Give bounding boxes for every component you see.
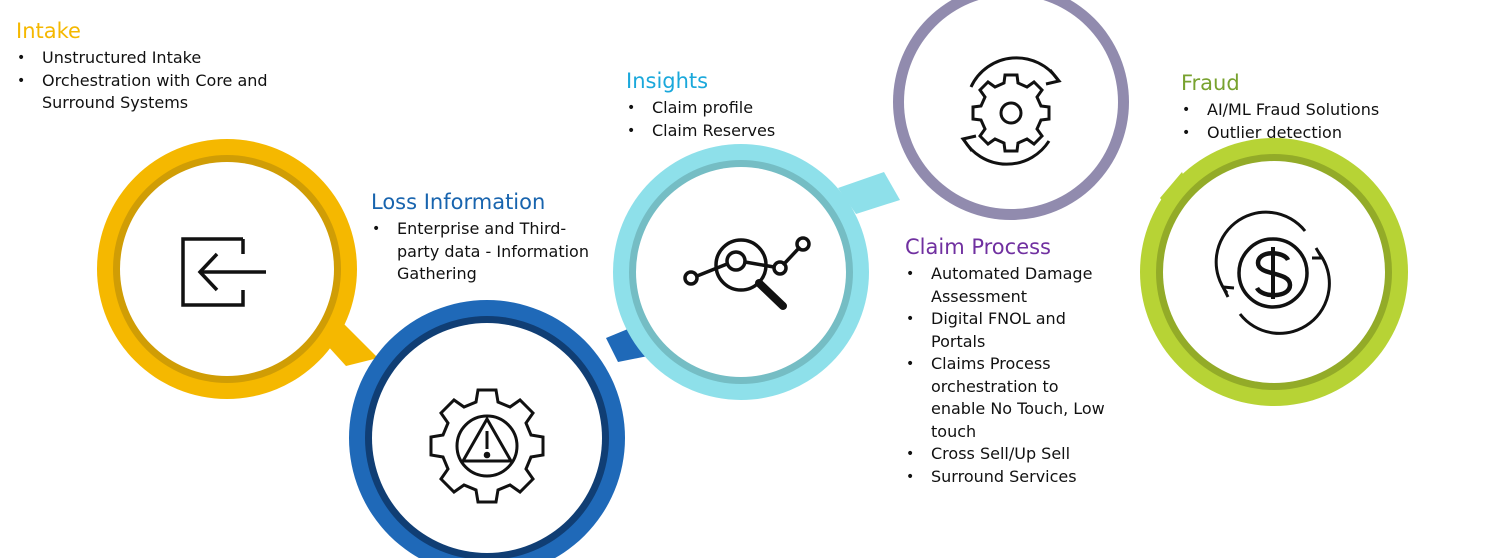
block-fraud: Fraud AI/ML Fraud Solutions Outlier dete… <box>1181 71 1431 144</box>
list-item: Claim profile <box>626 97 836 120</box>
block-claim-process: Claim Process Automated Damage Assessmen… <box>905 235 1115 488</box>
list-item: Claims Process orchestration to enable N… <box>905 353 1115 443</box>
list-item: Unstructured Intake <box>16 47 326 70</box>
ring-insights <box>613 144 869 400</box>
sign-in-arrow-icon <box>181 237 266 307</box>
ring-intake <box>97 139 357 399</box>
list-item: Digital FNOL and Portals <box>905 308 1115 353</box>
ring-claim-process <box>893 0 1129 220</box>
list-item: Automated Damage Assessment <box>905 263 1115 308</box>
title-loss: Loss Information <box>371 190 546 214</box>
list-item: Outlier detection <box>1181 122 1431 145</box>
list-intake: Unstructured Intake Orchestration with C… <box>16 47 326 115</box>
list-claim-process: Automated Damage Assessment Digital FNOL… <box>905 263 1115 488</box>
analytics-search-icon <box>683 236 811 310</box>
block-insights: Insights Claim profile Claim Reserves <box>626 69 836 142</box>
list-loss: Enterprise and Third-party data - Inform… <box>371 218 603 286</box>
block-intake: Intake Unstructured Intake Orchestration… <box>16 19 326 115</box>
block-loss: Loss Information Enterprise and Third-pa… <box>371 190 603 286</box>
gear-cycle-icon <box>960 56 1062 166</box>
list-item: Orchestration with Core and Surround Sys… <box>16 70 326 115</box>
list-item: Surround Services <box>905 466 1115 489</box>
list-item: Enterprise and Third-party data - Inform… <box>371 218 603 286</box>
list-item: Cross Sell/Up Sell <box>905 443 1115 466</box>
title-fraud: Fraud <box>1181 71 1240 95</box>
title-insights: Insights <box>626 69 709 93</box>
title-intake: Intake <box>16 19 81 43</box>
list-fraud: AI/ML Fraud Solutions Outlier detection <box>1181 99 1431 144</box>
connector-insights-process <box>838 172 900 214</box>
list-item: Claim Reserves <box>626 120 836 143</box>
ring-loss <box>349 300 625 558</box>
list-insights: Claim profile Claim Reserves <box>626 97 836 142</box>
title-claim-process: Claim Process <box>905 235 1051 259</box>
list-item: AI/ML Fraud Solutions <box>1181 99 1431 122</box>
gear-warning-icon <box>429 388 545 504</box>
dollar-cycle-icon <box>1214 210 1331 335</box>
